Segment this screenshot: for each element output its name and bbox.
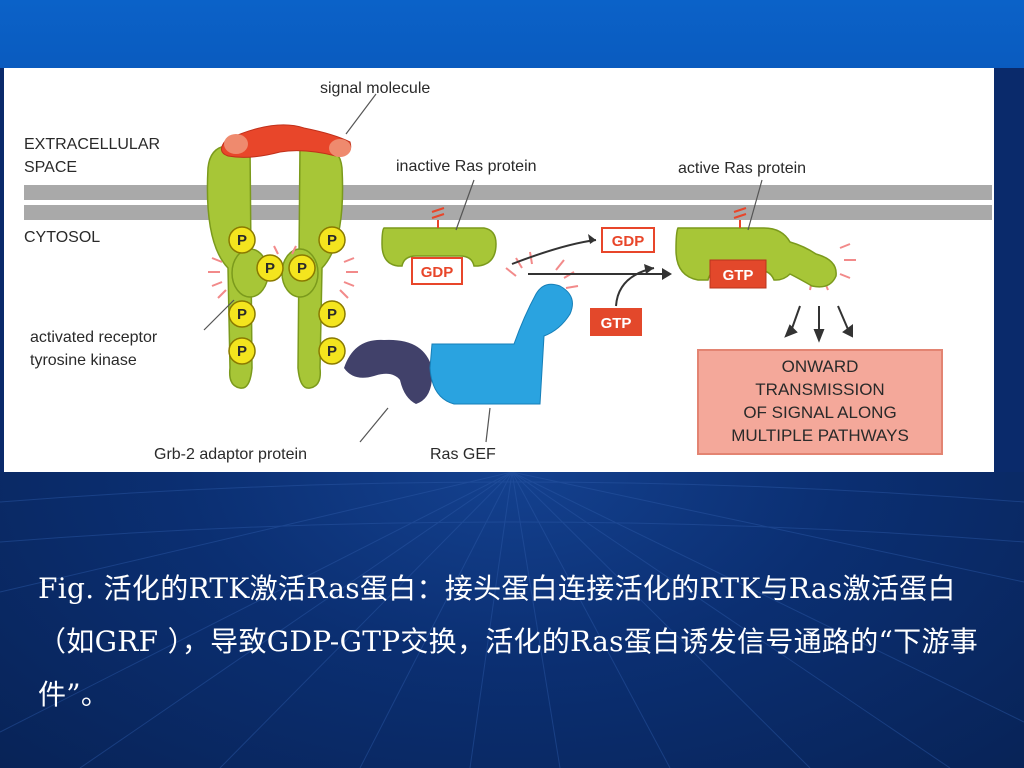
phosphate-label: P [297,260,307,277]
signal-molecule-lobe-left [224,134,248,154]
ras-gef-label: Ras GEF [430,446,496,463]
gdp-release-arrow [511,239,597,265]
background-rays [0,472,1024,768]
lipid-anchor-icon [431,207,445,228]
gdp-box [411,257,463,285]
extracellular-label-line1: EXTRACELLULAR [24,136,160,153]
onward-transmission-box [697,349,943,455]
grb2-label: Grb-2 adaptor protein [154,446,307,463]
grb2-adaptor-shape [344,339,433,404]
bound-gtp-label: GTP [723,267,754,284]
phosphate-icon [228,226,256,254]
signal-molecule-lobe-right [329,139,351,157]
released-gdp-label: GDP [612,233,645,250]
active-ras-label: active Ras protein [678,160,806,177]
receptor-right-chain [297,145,344,389]
bound-gtp-box [709,259,767,289]
extracellular-label-line2: SPACE [24,159,77,176]
phosphate-icon [256,254,284,282]
membrane-inner-layer [24,205,992,220]
onward-line1: ONWARD [782,357,859,376]
phosphate-label: P [237,343,247,360]
phosphate-label: P [327,343,337,360]
phosphate-label: P [327,306,337,323]
phosphate-icon [318,337,346,365]
membrane-outer-layer [24,185,992,200]
onward-line2: TRANSMISSION [755,380,884,399]
ras-gef-shape [429,283,573,405]
receptor-label-line1: activated receptor [30,329,158,346]
arrowhead-icon [662,268,672,280]
lipid-anchor-icon [733,207,747,228]
phosphate-icon [228,337,256,365]
onward-line4: MULTIPLE PATHWAYS [731,426,909,445]
inactive-ras-shape [381,227,497,267]
released-gdp-box [601,227,655,253]
rtk-ras-diagram: P P P P P P P P [24,80,992,463]
phosphate-icon [228,300,256,328]
incoming-gtp-box [590,308,642,336]
phosphate-label: P [237,232,247,249]
incoming-gtp-label: GTP [601,315,632,332]
cytosol-label: CYTOSOL [24,229,100,246]
downstream-arrows [784,305,853,343]
label-pointers [203,93,763,443]
figure-caption: Fig. 活化的RTK激活Ras蛋白：接头蛋白连接活化的RTK与Ras激活蛋白（… [38,572,979,711]
inactive-ras-label: inactive Ras protein [396,158,537,175]
phosphate-label: P [327,232,337,249]
phosphate-label: P [237,306,247,323]
phosphate-icon [318,300,346,328]
figure-panel: P P P P P P P P [4,68,994,472]
active-ras-shape [675,227,837,288]
phosphate-icon [288,254,316,282]
phosphate-icon [318,226,346,254]
receptor-label-line2: tyrosine kinase [30,352,137,369]
arrowhead-icon [644,264,654,274]
slide-background [0,472,1024,768]
title-band [0,0,1024,68]
signal-molecule-label: signal molecule [320,80,430,97]
phosphate-label: P [265,260,275,277]
gdp-label: GDP [421,264,454,281]
onward-line3: OF SIGNAL ALONG [743,403,896,422]
arrowhead-icon [588,234,596,244]
